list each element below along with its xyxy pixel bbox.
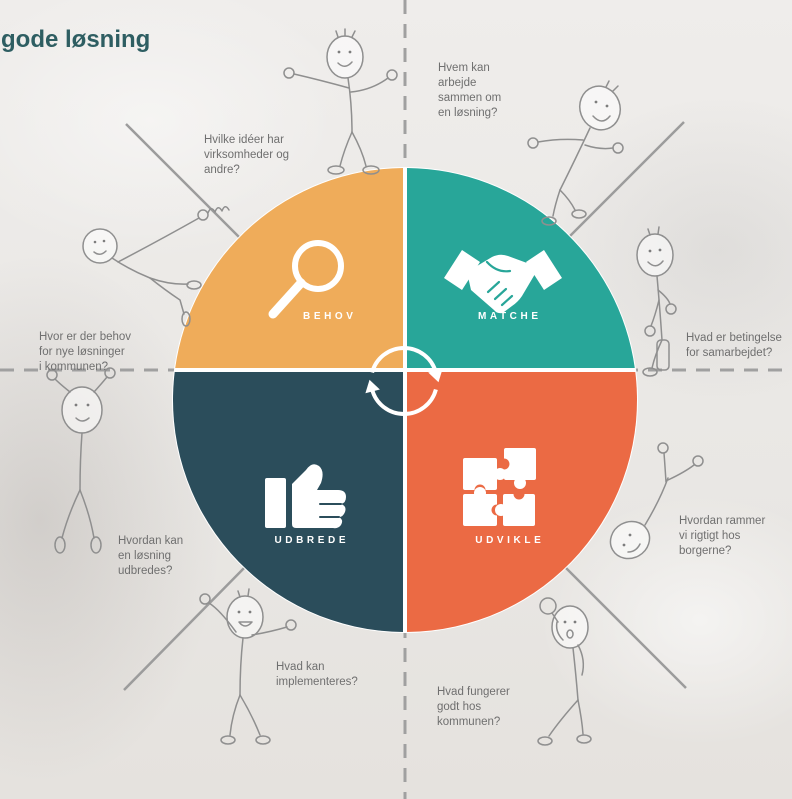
question-spread: Hvordan kan en løsning udbredes? <box>118 535 184 577</box>
stick-figure-left-icon <box>82 206 230 327</box>
quadrant-label-behov: BEHOV <box>303 311 357 322</box>
quadrant-label-udbrede: UDBREDE <box>274 535 350 546</box>
stick-figure-left-lower-icon <box>46 367 116 554</box>
puzzle-icon <box>463 448 536 526</box>
diagonal-line-bottom-right <box>559 561 687 689</box>
diagonal-line-top-left <box>125 123 251 249</box>
question-implement: Hvad kan implementeres? <box>276 661 358 688</box>
stick-figure-right-lower-icon <box>609 442 704 560</box>
question-conditions: Hvad er betingelse for samarbejdet? <box>686 332 782 359</box>
stick-figure-right-icon <box>636 226 677 377</box>
stick-figure-top-icon <box>283 28 398 175</box>
question-collaborators: Hvem kan arbejde sammen om en løsning? <box>438 62 502 119</box>
stick-figure-bottom-left-icon <box>199 588 297 745</box>
quadrant-behov <box>175 168 403 368</box>
question-citizens: Hvordan rammer vi rigtigt hos borgerne? <box>679 515 766 557</box>
magnifier-icon <box>268 240 344 319</box>
page-title: gode løsning <box>1 26 151 53</box>
quadrant-udbrede <box>173 372 403 632</box>
stick-figure-bottom-right-icon <box>537 597 592 746</box>
cycle-arrows-icon <box>365 346 443 416</box>
stick-figure-top-right-icon <box>527 80 624 226</box>
handshake-icon <box>444 250 562 314</box>
diagonal-line-top-right <box>559 121 685 247</box>
question-needs: Hvor er der behov for nye løsninger i ko… <box>39 331 132 373</box>
question-ideas: Hvilke idéer har virksomheder og andre? <box>204 134 290 176</box>
quadrant-label-udvikle: UDVIKLE <box>475 535 545 546</box>
diagonal-line-bottom-left <box>123 561 251 691</box>
quadrant-label-matche: MATCHE <box>477 311 542 322</box>
thumbs-up-icon <box>265 464 346 529</box>
question-works: Hvad fungerer godt hos kommunen? <box>437 686 510 728</box>
